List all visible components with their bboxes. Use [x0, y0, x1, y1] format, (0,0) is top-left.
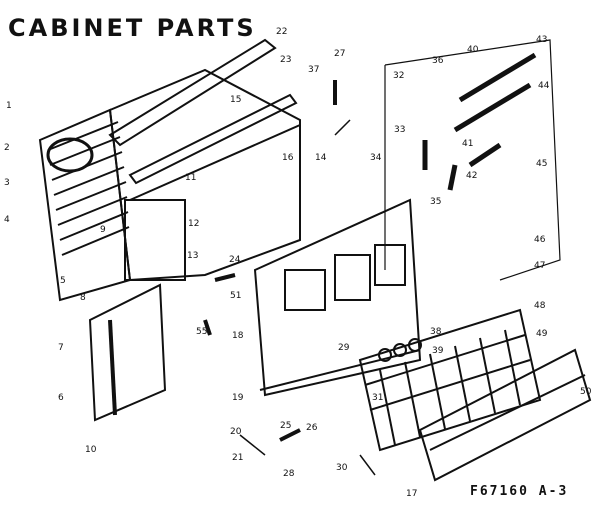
coil-assembly: [38, 108, 132, 302]
callout-25: 25: [280, 421, 291, 431]
callout-48: 48: [534, 301, 546, 311]
callout-8: 8: [80, 293, 86, 303]
callout-41: 41: [462, 139, 473, 149]
callout-44: 44: [538, 81, 550, 91]
callout-38: 38: [430, 327, 442, 337]
page-title: CABINET PARTS: [8, 14, 257, 42]
front-cover: [418, 348, 592, 482]
callout-24: 24: [229, 255, 241, 265]
callout-28: 28: [283, 469, 295, 479]
callout-21: 21: [232, 453, 243, 463]
callout-17: 17: [406, 489, 417, 499]
callout-27: 27: [334, 49, 345, 59]
callout-6: 6: [58, 393, 64, 403]
callout-40: 40: [467, 45, 479, 55]
callout-7: 7: [58, 343, 64, 353]
callout-19: 19: [232, 393, 244, 403]
callout-49: 49: [536, 329, 548, 339]
callout-26: 26: [306, 423, 318, 433]
callout-45: 45: [536, 159, 547, 169]
callout-29: 29: [338, 343, 350, 353]
callout-23: 23: [280, 55, 291, 65]
callout-42: 42: [466, 171, 477, 181]
callout-39: 39: [432, 346, 444, 356]
callout-50: 50: [580, 387, 592, 397]
drawing-code: F67160 A-3: [470, 484, 569, 499]
callout-32: 32: [393, 71, 404, 81]
accessory-parts-box: [384, 39, 561, 281]
callout-13: 13: [187, 251, 198, 261]
callout-51: 51: [230, 291, 241, 301]
callout-20: 20: [230, 427, 242, 437]
grille: [358, 308, 542, 452]
callout-22: 22: [276, 27, 287, 37]
callout-10: 10: [85, 445, 97, 455]
part-number-callouts: 1 2 3 4 5 6 7 8 9 10 11 12 13 14 15 16 1…: [4, 27, 592, 499]
callout-18: 18: [232, 331, 244, 341]
callout-47: 47: [534, 261, 545, 271]
callout-36: 36: [432, 56, 444, 66]
callout-30: 30: [336, 463, 348, 473]
callout-2: 2: [4, 143, 10, 153]
callout-46: 46: [534, 235, 546, 245]
callout-31: 31: [372, 393, 383, 403]
callout-12: 12: [188, 219, 199, 229]
callout-55: 55: [196, 327, 207, 337]
callout-43: 43: [536, 35, 547, 45]
callout-5: 5: [60, 276, 66, 286]
callout-9: 9: [100, 225, 106, 235]
hardware: [203, 80, 376, 476]
callout-3: 3: [4, 178, 10, 188]
callout-4: 4: [4, 215, 10, 225]
top-rails: [108, 38, 298, 185]
side-panel: [88, 283, 167, 422]
parts-drawing: [38, 38, 592, 482]
callout-15: 15: [230, 95, 241, 105]
callout-14: 14: [315, 153, 327, 163]
callout-33: 33: [394, 125, 405, 135]
front-frame: [253, 198, 422, 397]
callout-37: 37: [308, 65, 319, 75]
cabinet-shell: [108, 68, 301, 282]
callout-11: 11: [185, 173, 196, 183]
callout-16: 16: [282, 153, 294, 163]
callout-34: 34: [370, 153, 382, 163]
callout-1: 1: [6, 101, 12, 111]
callout-35: 35: [430, 197, 441, 207]
